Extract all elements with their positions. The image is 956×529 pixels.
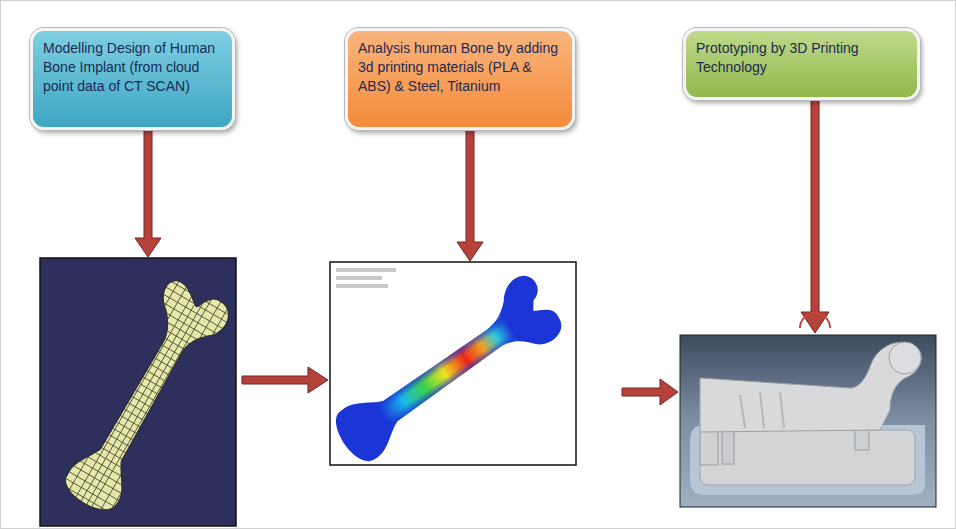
- process-box: Prototyping by 3D Printing Technology: [683, 28, 920, 100]
- box-text: Prototyping by 3D Printing Technology: [696, 39, 907, 77]
- box-text: Analysis human Bone by adding 3d printin…: [358, 39, 562, 96]
- process-box: Analysis human Bone by adding 3d printin…: [345, 28, 575, 130]
- process-box: Modelling Design of Human Bone Implant (…: [30, 28, 235, 130]
- box-text: Modelling Design of Human Bone Implant (…: [43, 39, 222, 96]
